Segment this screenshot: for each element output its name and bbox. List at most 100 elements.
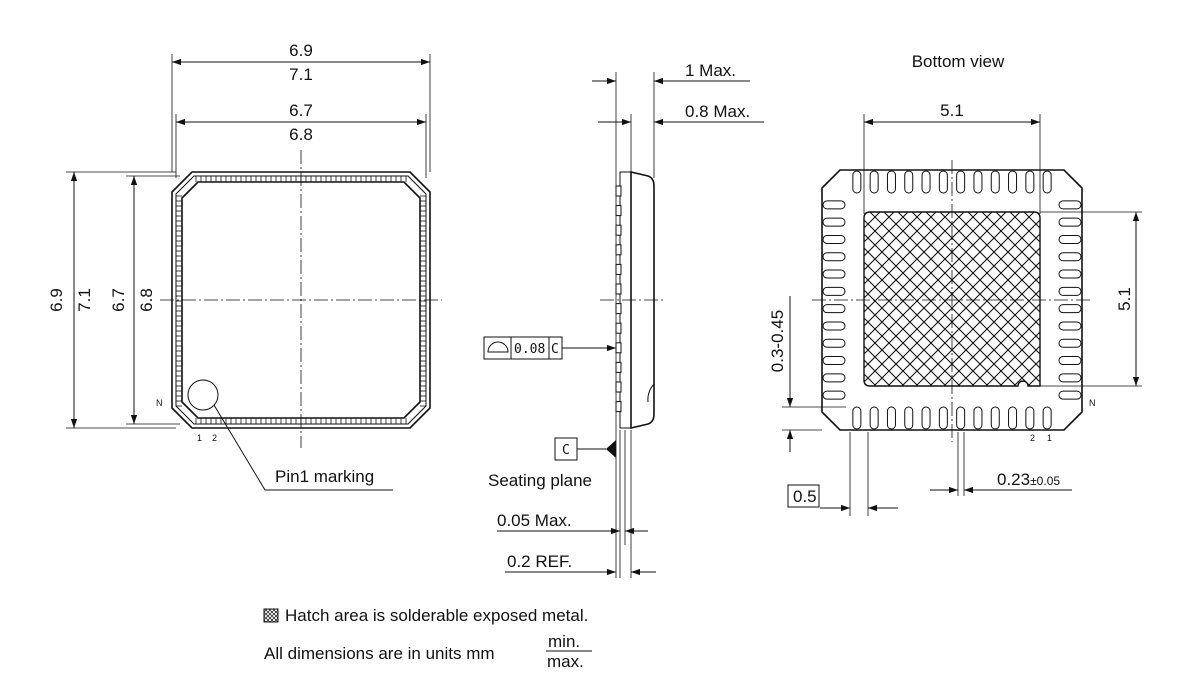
bottom-pin-1-label: 1 <box>1047 433 1052 443</box>
top-height-outer-max-label: 7.1 <box>75 288 94 312</box>
lead-length-label: 0.3-0.45 <box>768 310 787 372</box>
bottom-pad <box>822 321 846 331</box>
flatness-value: 0.08 <box>514 342 545 357</box>
top-width-outer-max-label: 7.1 <box>289 65 313 84</box>
bottom-pad <box>822 269 846 279</box>
bottom-pad <box>1058 217 1082 227</box>
top-pin-2-label: 2 <box>212 433 217 443</box>
flatness-datum: C <box>551 342 559 357</box>
bottom-pad <box>1025 406 1035 430</box>
bottom-pad <box>1058 304 1082 314</box>
side-lead <box>615 342 622 354</box>
bottom-pad <box>852 170 862 194</box>
top-width-inner-label: 6.7 <box>289 101 313 120</box>
bottom-pad <box>1058 234 1082 244</box>
bottom-pad <box>956 170 966 194</box>
bottom-pad <box>822 217 846 227</box>
bottom-pad <box>921 406 931 430</box>
bottom-pad <box>921 170 931 194</box>
flatness-symbol-icon <box>487 341 509 353</box>
side-lead <box>615 322 622 334</box>
bottom-view: Bottom view 5.1 5.1 0.3-0.45 0.5 <box>768 52 1142 516</box>
bottom-pad <box>938 170 948 194</box>
side-lead <box>615 263 622 275</box>
bottom-pad <box>886 170 896 194</box>
pad-width-label: 5.1 <box>940 101 964 120</box>
bottom-pad <box>1042 170 1052 194</box>
bottom-pad <box>1058 321 1082 331</box>
top-view: 6.9 7.1 6.7 6.8 6.9 7.1 6.7 6.8 Pin1 mar… <box>47 41 442 491</box>
top-height-outer-label: 6.9 <box>47 288 66 312</box>
bottom-pads <box>822 170 1082 430</box>
top-width-outer-label: 6.9 <box>289 41 313 60</box>
bottom-view-title: Bottom view <box>912 52 1005 71</box>
side-lead <box>615 185 622 197</box>
flatness-control-frame: 0.08 C <box>483 336 616 360</box>
bottom-pad <box>956 406 966 430</box>
bottom-pad <box>869 170 879 194</box>
top-package-outline <box>171 171 431 429</box>
bottom-pad <box>938 406 948 430</box>
bottom-pad <box>822 234 846 244</box>
pin1-marking-label: Pin1 marking <box>275 467 374 486</box>
notes: Hatch area is solderable exposed metal. … <box>263 606 592 671</box>
top-lead-edges <box>176 176 426 424</box>
bottom-pad <box>973 170 983 194</box>
bottom-pad <box>822 304 846 314</box>
bottom-pad <box>1058 356 1082 366</box>
bottom-pad <box>1058 286 1082 296</box>
bottom-pad <box>1008 406 1018 430</box>
side-lead <box>615 381 622 393</box>
hatch-legend-icon <box>263 608 279 623</box>
hatch-note: Hatch area is solderable exposed metal. <box>285 606 588 625</box>
bottom-pad <box>1058 390 1082 400</box>
side-lead <box>615 244 622 256</box>
pin1-marking-circle <box>187 379 219 411</box>
bottom-pad <box>852 406 862 430</box>
bottom-pad <box>822 286 846 296</box>
units-note: All dimensions are in units mm <box>264 644 495 663</box>
bottom-pad <box>904 406 914 430</box>
side-lead <box>615 303 622 315</box>
bottom-pin-n-label: N <box>1089 398 1096 408</box>
side-height-max-label: 1 Max. <box>685 61 736 80</box>
top-pin-n-label: N <box>156 398 163 408</box>
pitch-label: 0.5 <box>793 487 817 506</box>
bottom-pad <box>822 252 846 262</box>
side-lead <box>615 361 622 373</box>
seating-plane-label: Seating plane <box>488 471 592 490</box>
lead-width-label: 0.23±0.05 <box>997 470 1060 489</box>
datum-c-label: C <box>562 443 570 458</box>
bottom-pad <box>1025 170 1035 194</box>
bottom-pad <box>1008 170 1018 194</box>
bottom-package-outline <box>821 169 1083 431</box>
bottom-pad <box>1058 269 1082 279</box>
side-lead <box>615 224 622 236</box>
side-body <box>630 170 655 430</box>
bottom-pad <box>869 406 879 430</box>
top-height-inner-label: 6.7 <box>109 288 128 312</box>
bottom-pad <box>904 170 914 194</box>
units-max-label: max. <box>547 652 584 671</box>
bottom-pad <box>1058 338 1082 348</box>
bottom-pad <box>1058 200 1082 210</box>
bottom-pad <box>886 406 896 430</box>
bottom-pad <box>1058 252 1082 262</box>
bottom-pad <box>822 338 846 348</box>
pin1-leader-line <box>213 404 393 491</box>
bottom-pin-2-label: 2 <box>1030 433 1035 443</box>
side-leads <box>615 185 622 413</box>
bottom-pad <box>1058 373 1082 383</box>
side-lead <box>615 401 622 413</box>
bottom-pad <box>822 373 846 383</box>
units-min-label: min. <box>548 632 580 651</box>
bottom-pad <box>822 200 846 210</box>
bottom-pad <box>822 356 846 366</box>
bottom-pad <box>973 406 983 430</box>
pad-height-label: 5.1 <box>1115 287 1134 311</box>
bottom-pad <box>990 406 1000 430</box>
lead-ref-label: 0.2 REF. <box>507 552 572 571</box>
bottom-pad <box>990 170 1000 194</box>
side-view: 1 Max. 0.8 Max. 0.08 C C Seating plane <box>483 61 764 578</box>
